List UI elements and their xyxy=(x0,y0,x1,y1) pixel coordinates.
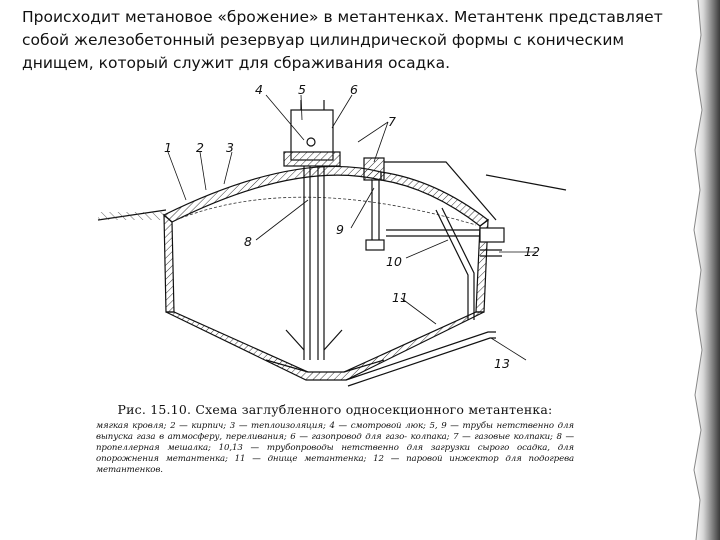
slide-text: Происходит метановое «брожение» в метант… xyxy=(22,8,663,72)
callout-11: 11 xyxy=(392,290,408,305)
digester-diagram xyxy=(97,94,567,387)
liquid-level xyxy=(175,196,477,226)
caption-legend: мягкая кровля; 2 — кирпич; 3 — теплоизол… xyxy=(96,421,574,475)
ground-lines xyxy=(97,174,567,221)
callout-12: 12 xyxy=(524,244,540,259)
torn-edge-decoration xyxy=(693,0,720,540)
figure-caption: Рис. 15.10. Схема заглубленного односекц… xyxy=(96,402,574,476)
callout-6: 6 xyxy=(350,82,358,97)
callout-7: 7 xyxy=(388,114,396,129)
callout-9: 9 xyxy=(336,222,344,237)
caption-title: Рис. 15.10. Схема заглубленного односекц… xyxy=(117,402,553,417)
callout-2: 2 xyxy=(196,140,204,155)
gas-pipes xyxy=(345,157,505,387)
callout-1: 1 xyxy=(164,140,172,155)
leader-lines xyxy=(167,94,536,361)
callout-3: 3 xyxy=(226,140,234,155)
callout-13: 13 xyxy=(494,356,510,371)
tank-shell xyxy=(162,165,489,381)
callout-5: 5 xyxy=(298,82,306,97)
callout-10: 10 xyxy=(386,254,402,269)
callout-8: 8 xyxy=(244,234,252,249)
central-column xyxy=(265,100,385,373)
callout-4: 4 xyxy=(255,82,263,97)
